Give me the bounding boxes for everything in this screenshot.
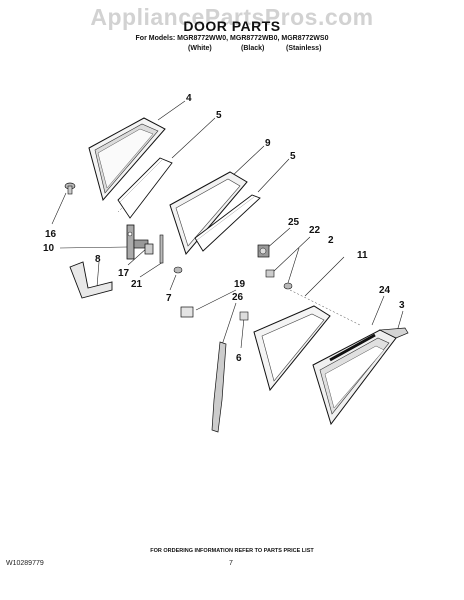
callout-5-lower: 5 xyxy=(290,151,296,162)
callout-22: 22 xyxy=(309,225,321,236)
part-door-gasket xyxy=(211,341,227,433)
callout-10: 10 xyxy=(43,243,55,254)
watermark-text: AppliancePartsPros.com xyxy=(90,4,374,30)
part-hinge-receptacle xyxy=(144,243,154,255)
part-spacer xyxy=(265,269,275,278)
variant-white: (White) xyxy=(188,45,212,52)
part-door-switch xyxy=(257,244,270,258)
part-glass-pack-frame xyxy=(169,171,248,256)
callout-21: 21 xyxy=(131,279,143,290)
variant-black: (Black) xyxy=(241,45,265,52)
callout-25: 25 xyxy=(288,217,300,228)
callout-8: 8 xyxy=(95,254,101,265)
ordering-note: FOR ORDERING INFORMATION REFER TO PARTS … xyxy=(150,548,314,554)
models-line: For Models: MGR8772WW0, MGR8772WB0, MGR8… xyxy=(135,35,329,42)
part-spring xyxy=(239,311,249,321)
page-title: DOOR PARTS xyxy=(183,18,281,34)
page-number: 7 xyxy=(229,560,233,567)
part-hinge-rod xyxy=(159,234,164,264)
callout-5-upper: 5 xyxy=(216,110,222,121)
part-outer-door-panel xyxy=(312,327,409,426)
callout-17: 17 xyxy=(118,268,130,279)
callout-9: 9 xyxy=(265,138,271,149)
alignment-dashes xyxy=(117,179,361,326)
part-mount-screw xyxy=(173,266,183,274)
callout-16: 16 xyxy=(45,229,57,240)
callout-3: 3 xyxy=(399,300,405,311)
part-handle-screw xyxy=(283,282,293,290)
variant-stainless: (Stainless) xyxy=(286,45,322,52)
part-screw xyxy=(64,182,76,195)
part-inner-door-liner xyxy=(253,305,331,392)
document-number: W10289779 xyxy=(6,560,44,567)
callout-11: 11 xyxy=(357,250,368,261)
callout-24: 24 xyxy=(379,285,391,296)
part-hinge-cover xyxy=(69,261,113,299)
part-clip xyxy=(180,306,194,318)
part-window-glass-upper xyxy=(117,157,173,219)
callout-19: 19 xyxy=(234,279,246,290)
callout-7: 7 xyxy=(166,293,172,304)
part-door-hinge xyxy=(126,224,149,260)
callout-4: 4 xyxy=(186,93,192,104)
callout-6: 6 xyxy=(236,353,242,364)
callout-2: 2 xyxy=(328,235,334,246)
callout-26: 26 xyxy=(232,292,244,303)
leader-lines xyxy=(51,100,404,349)
part-door-frame-glass xyxy=(88,117,166,202)
part-window-glass-lower xyxy=(194,194,261,252)
callout-labels: 4 5 9 5 16 10 8 17 21 7 25 22 2 11 19 26… xyxy=(43,93,405,364)
